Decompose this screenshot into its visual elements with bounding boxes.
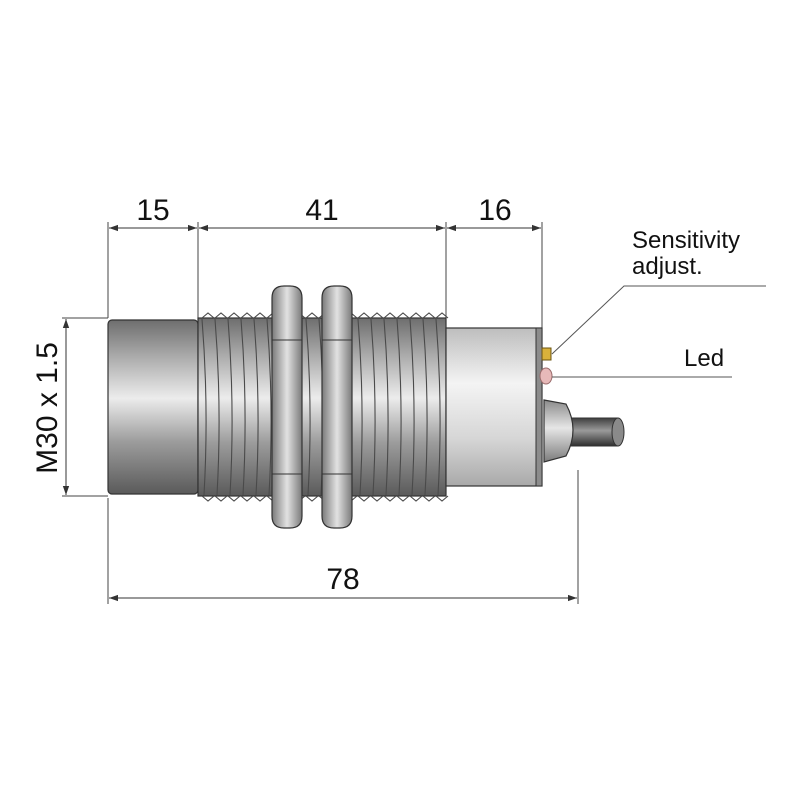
sensitivity-screw xyxy=(541,347,552,361)
sensitivity-label-line1: Sensitivity xyxy=(632,227,740,254)
thread-line xyxy=(409,318,415,496)
thread-crest-top xyxy=(357,312,371,319)
cable-body xyxy=(565,417,619,447)
thread-line xyxy=(227,318,233,496)
extension-lines xyxy=(62,222,579,604)
sensing-face xyxy=(107,319,199,495)
dim-thread-spec-label: M30 x 1.5 xyxy=(31,342,64,474)
thread-crest-bottom xyxy=(253,495,267,502)
thread-line xyxy=(214,318,220,496)
thread-line xyxy=(422,318,428,496)
thread-line xyxy=(253,318,259,496)
cable-end xyxy=(611,417,625,447)
sensitivity-leader xyxy=(551,285,766,355)
thread-crest-bottom xyxy=(409,495,423,502)
led-label: Led xyxy=(684,345,724,372)
thread-crest-top xyxy=(396,312,410,319)
thread-line xyxy=(370,318,376,496)
led-indicator xyxy=(539,367,553,385)
nut-1 xyxy=(271,285,303,529)
thread-crest-bottom xyxy=(357,495,371,502)
dim-front-label: 15 xyxy=(136,194,169,227)
thread-crest-bottom xyxy=(240,495,254,502)
thread-crest-bottom xyxy=(383,495,397,502)
dim-total-label: 78 xyxy=(326,563,359,596)
thread-line xyxy=(383,318,389,496)
sensitivity-label-line2: adjust. xyxy=(632,253,703,280)
thread-crest-bottom xyxy=(422,495,436,502)
thread-line xyxy=(240,318,246,496)
thread-crest-top xyxy=(409,312,423,319)
dim-thread-label: 41 xyxy=(305,194,338,227)
thread-crest-top xyxy=(370,312,384,319)
thread-line xyxy=(435,318,441,496)
dimension-lines xyxy=(62,224,577,602)
nut-1-body xyxy=(271,285,303,529)
thread-line xyxy=(305,318,311,496)
thread-crest-top xyxy=(214,312,228,319)
thread-crest-top xyxy=(435,312,449,319)
thread-line xyxy=(396,318,402,496)
thread-crest-top xyxy=(305,312,319,319)
thread-crest-bottom xyxy=(435,495,449,502)
thread-crest-top xyxy=(383,312,397,319)
thread-line xyxy=(266,318,272,496)
thread-crest-bottom xyxy=(305,495,319,502)
thread-crest-top xyxy=(240,312,254,319)
thread-line xyxy=(201,318,207,496)
dim-rear-label: 16 xyxy=(478,194,511,227)
cable-gland xyxy=(543,399,574,463)
thread-crest-top xyxy=(201,312,215,319)
rear-cap xyxy=(535,327,543,487)
thread-crest-top xyxy=(227,312,241,319)
thread-crest-bottom xyxy=(201,495,215,502)
rear-housing xyxy=(445,327,543,487)
nut-2 xyxy=(321,285,353,529)
thread-crest-bottom xyxy=(227,495,241,502)
cable xyxy=(565,417,625,447)
thread-crest-top xyxy=(422,312,436,319)
thread-crest-bottom xyxy=(214,495,228,502)
leader-lines xyxy=(551,285,766,378)
thread-crest-bottom xyxy=(370,495,384,502)
thread-line xyxy=(357,318,363,496)
thread-crest-top xyxy=(253,312,267,319)
thread-crest-bottom xyxy=(396,495,410,502)
nut-2-body xyxy=(321,285,353,529)
